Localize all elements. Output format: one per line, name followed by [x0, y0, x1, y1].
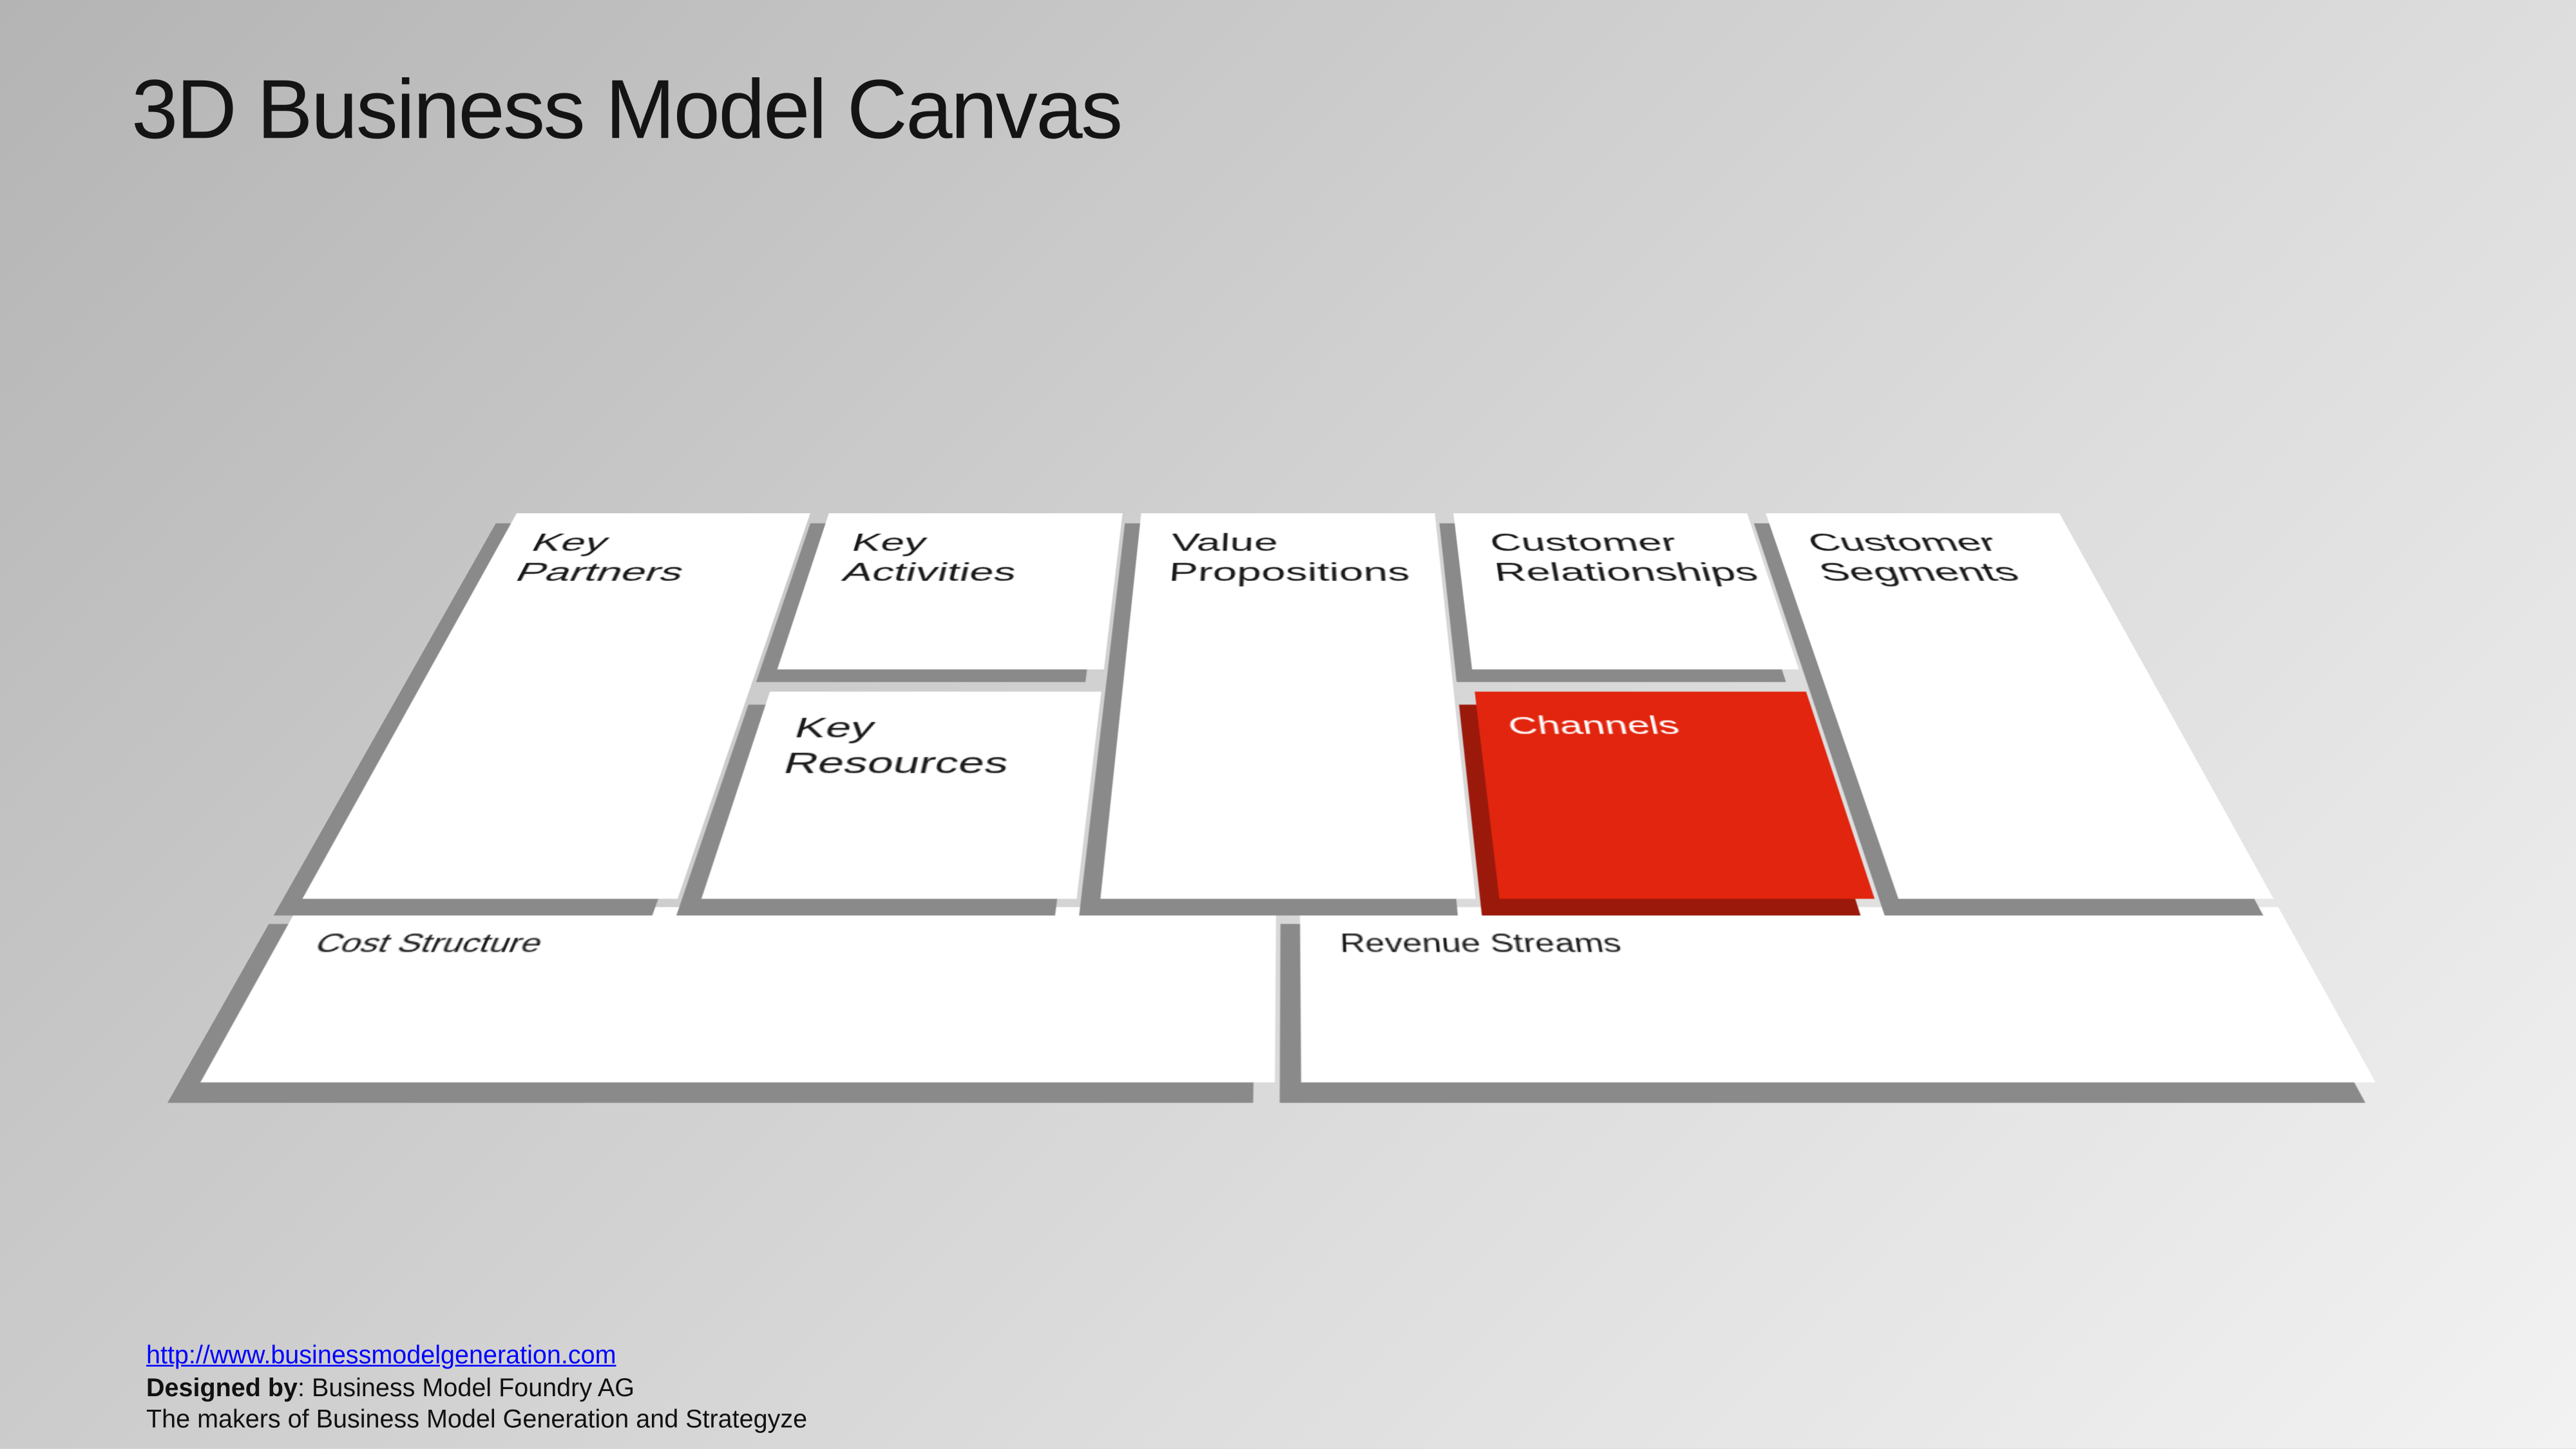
tile-label-value-propositions: Value Propositions [1167, 529, 1411, 587]
tile-label-revenue-streams: Revenue Streams [1339, 929, 1624, 958]
business-model-canvas: Cost Structure Revenue Streams Key Resou… [200, 513, 2376, 1083]
footer-link-line: http://www.businessmodelgeneration.com [146, 1340, 807, 1372]
tile-value-propositions: Value Propositions [1100, 513, 1476, 899]
tile-channels-highlighted: Channels [1474, 691, 1875, 899]
footer-designed-by-line: Designed by: Business Model Foundry AG [146, 1372, 807, 1405]
tile-label-channels: Channels [1506, 712, 1683, 740]
tile-key-activities: Key Activities [777, 513, 1123, 670]
footer-credits: http://www.businessmodelgeneration.com D… [146, 1340, 807, 1437]
footer-makers-line: The makers of Business Model Generation … [146, 1406, 808, 1434]
tile-cost-structure: Cost Structure [200, 907, 1276, 1083]
tile-label-key-resources: Key Resources [779, 712, 1011, 781]
designed-by-value: : Business Model Foundry AG [298, 1374, 635, 1403]
tile-customer-relationships: Customer Relationships [1453, 513, 1799, 670]
slide-title: 3D Business Model Canvas [131, 62, 1123, 156]
tile-label-customer-relationships: Customer Relationships [1488, 529, 1762, 587]
tile-label-customer-segments: Customer Segments [1804, 529, 2025, 587]
tile-key-resources: Key Resources [701, 691, 1102, 899]
tile-revenue-streams: Revenue Streams [1300, 907, 2376, 1083]
tile-label-key-partners: Key Partners [510, 529, 689, 587]
businessmodelgeneration-link[interactable]: http://www.businessmodelgeneration.com [146, 1341, 616, 1370]
designed-by-label: Designed by [146, 1374, 298, 1403]
tile-label-cost-structure: Cost Structure [309, 929, 548, 958]
tile-label-key-activities: Key Activities [839, 529, 1019, 587]
